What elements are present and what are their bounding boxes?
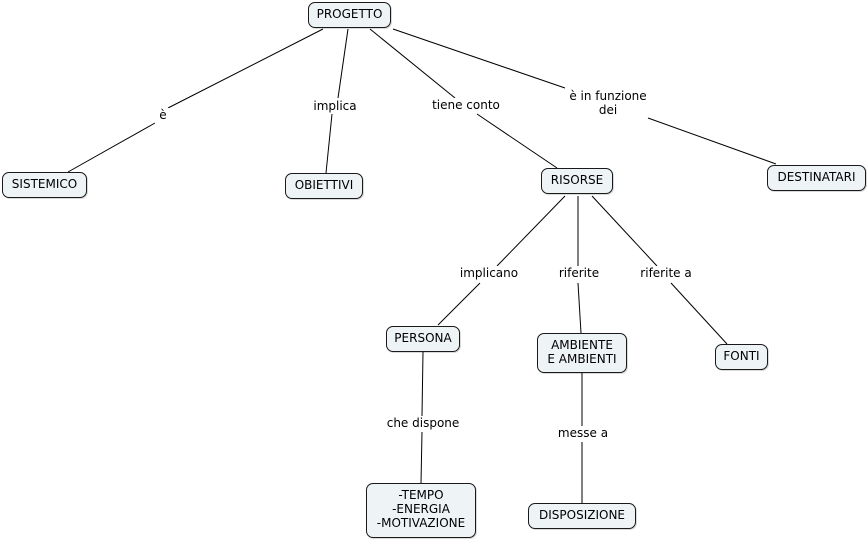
connector-line (476, 113, 558, 169)
link-label-e: è (155, 108, 171, 122)
link-label-implicano: implicano (457, 266, 521, 280)
connector-line (392, 28, 566, 89)
link-label-in-funzione-dei: è in funzione dei (563, 89, 653, 117)
connector-line (420, 431, 423, 484)
link-label-riferite-a: riferite a (635, 266, 697, 280)
link-label-riferite: riferite (555, 266, 603, 280)
connector-line (496, 195, 566, 267)
connector-line (167, 28, 324, 109)
concept-node-disposizione[interactable]: DISPOSIZIONE (528, 503, 636, 529)
link-label-implica: implica (309, 99, 361, 113)
connector-line (325, 113, 333, 174)
connector-line (577, 282, 582, 334)
link-label-messe-a: messe a (554, 426, 612, 440)
connector-line (67, 122, 156, 173)
link-label-tiene-conto: tiene conto (428, 98, 504, 112)
concept-node-tempo-energia-motivazione[interactable]: -TEMPO -ENERGIA -MOTIVAZIONE (366, 483, 476, 538)
connector-line (421, 351, 424, 417)
connector-line (437, 282, 481, 326)
concept-node-persona[interactable]: PERSONA (386, 326, 460, 352)
connector-line (369, 28, 456, 99)
concept-node-risorse[interactable]: RISORSE (541, 168, 613, 194)
concept-node-fonti[interactable]: FONTI (715, 344, 768, 370)
concept-node-ambiente[interactable]: AMBIENTE E AMBIENTI (537, 333, 627, 373)
concept-node-obiettivi[interactable]: OBIETTIVI (285, 173, 363, 199)
link-label-che-dispone: che dispone (383, 416, 463, 430)
connector-line (591, 195, 658, 267)
concept-node-progetto[interactable]: PROGETTO (308, 2, 391, 28)
connector-line (670, 282, 728, 345)
concept-node-destinatari[interactable]: DESTINATARI (767, 165, 866, 191)
concept-node-sistemico[interactable]: SISTEMICO (2, 172, 87, 198)
connector-line (647, 117, 777, 165)
connector-line (337, 28, 349, 99)
